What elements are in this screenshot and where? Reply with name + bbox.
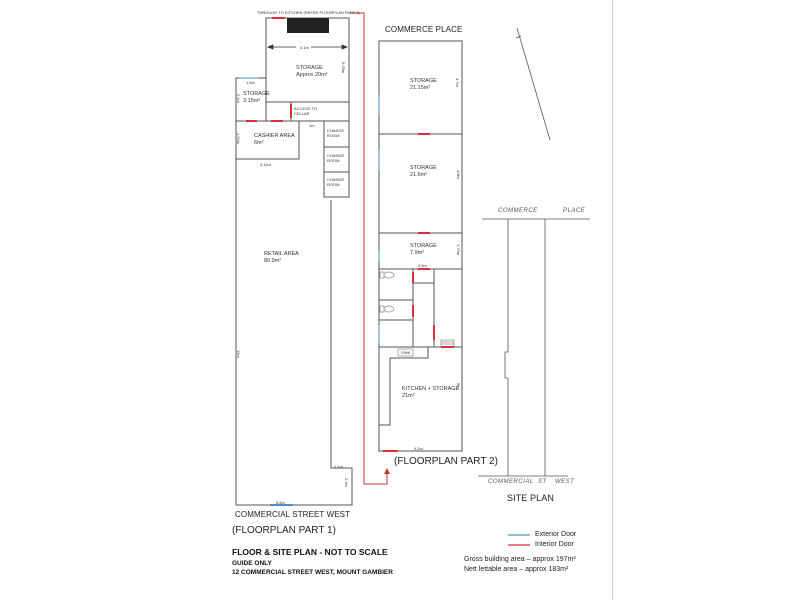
dim-storage-width: 4.1m (299, 45, 310, 50)
room-name: RETAIL AREA (264, 251, 299, 257)
room-name: STORAGE (410, 165, 437, 171)
room-area: 7.9m² (410, 250, 425, 256)
room-cellar-access: ACCESS TO CELLAR (294, 106, 317, 116)
room-area: 21.15m² (410, 85, 431, 91)
change-room-3: CHANGE ROOM (327, 177, 345, 187)
dim-storage-3-width: 4.5m (418, 263, 427, 268)
legend-interior-door: Interior Door (535, 541, 574, 548)
dim-cellar: 1m (309, 123, 315, 128)
toilet-icons (379, 271, 395, 313)
room-kitchen: KITCHEN + STORAGE 21m² (402, 386, 459, 400)
dim-storage-1: 4.7m (455, 78, 460, 87)
stairs-icon (440, 339, 455, 348)
address: 12 COMMERCIAL STREET WEST, MOUNT GAMBIER (232, 569, 393, 576)
room-storage-large: STORAGE Approx 20m² (296, 65, 328, 79)
north-line (516, 27, 551, 141)
room-area: 3.15m² (243, 98, 261, 104)
room-retail: RETAIL AREA 80.9m² (264, 251, 299, 265)
street-label-commercial: COMMERCIAL STREET WEST (235, 510, 351, 519)
room-name: STORAGE (410, 78, 437, 84)
room-name: STORAGE (243, 91, 270, 97)
part1-doors (239, 17, 293, 506)
gross-area: Gross building area – approx 197m² (464, 556, 576, 563)
room-storage-2: STORAGE 21.6m² (410, 165, 437, 179)
room-name: STORAGE (410, 243, 437, 249)
plan-title: FLOOR & SITE PLAN - NOT TO SCALE (232, 547, 388, 557)
dim-kitchen-width: 4.2m (414, 446, 423, 451)
legend-exterior-door: Exterior Door (535, 531, 577, 538)
dim-small-storage-depth: 2.1m (236, 94, 241, 103)
part2-doors (378, 95, 454, 452)
dimension-arrow (266, 44, 349, 50)
top-note: THROUGH TO KITCHEN (REFER FLOORPLAN PART… (257, 10, 360, 15)
change-room-2: CHANGE ROOM (327, 153, 345, 163)
dim-storage-depth: 5.05m (341, 62, 346, 74)
guide-only: GUIDE ONLY (232, 560, 272, 567)
site-plan-label: SITE PLAN (507, 493, 554, 503)
dim-retail-depth: 15m (236, 350, 241, 358)
change-room-1: CHANGE ROOM (327, 128, 345, 138)
part2-label: (FLOORPLAN PART 2) (394, 456, 498, 467)
dim-small-storage-width: 1.5m (246, 80, 255, 85)
room-name: ACCESS TO (294, 106, 317, 111)
room-name: STORAGE (296, 65, 323, 71)
dim-storage-3: 1.75m (456, 244, 461, 256)
site-bottom-street-1: COMMERCIAL (488, 479, 534, 485)
room-name: KITCHEN + STORAGE (402, 386, 460, 392)
dim-kitchen-depth: 5m (456, 383, 461, 389)
room-area: 21m² (402, 393, 415, 399)
room-area: 21.6m² (410, 172, 428, 178)
part1-label: (FLOORPLAN PART 1) (232, 525, 336, 536)
dim-retail-step: 1.1m (334, 464, 343, 469)
site-bottom-street-2: ST (538, 479, 547, 485)
page-edge (612, 0, 613, 600)
room-area: 6m² (254, 140, 264, 146)
room-cashier: CASHIER AREA 6m² (254, 133, 295, 147)
sink-label: SINK (401, 350, 411, 355)
dim-retail-front-depth: 2.2m (344, 478, 349, 487)
sink-icon (397, 348, 414, 357)
room-area: Approx 20m² (296, 72, 328, 78)
room-storage-3: STORAGE 7.9m² (410, 243, 437, 257)
room-area: 80.9m² (264, 258, 282, 264)
site-bottom-street-3: WEST (555, 479, 575, 485)
route-arrow (350, 12, 388, 485)
site-top-street-1: COMMERCE (498, 208, 538, 214)
room-name: CASHIER AREA (254, 133, 295, 139)
site-plan-drawing (478, 27, 590, 477)
dim-storage-2: 4.8m (456, 170, 461, 179)
room-name-2: CELLAR (294, 111, 310, 116)
street-label-commerce: COMMERCE PLACE (385, 25, 463, 34)
fixture-block (287, 18, 329, 33)
dim-cashier-width: 3.11m (260, 162, 271, 167)
nett-area: Nett lettable area – approx 183m² (464, 566, 569, 573)
dim-retail-front: 5.6m (276, 500, 285, 505)
room-storage-1: STORAGE 21.15m² (410, 78, 437, 92)
site-top-street-2: PLACE (563, 208, 586, 214)
dim-cashier-depth: 1.93m (236, 133, 241, 145)
room-storage-small: STORAGE 3.15m² (243, 91, 270, 105)
